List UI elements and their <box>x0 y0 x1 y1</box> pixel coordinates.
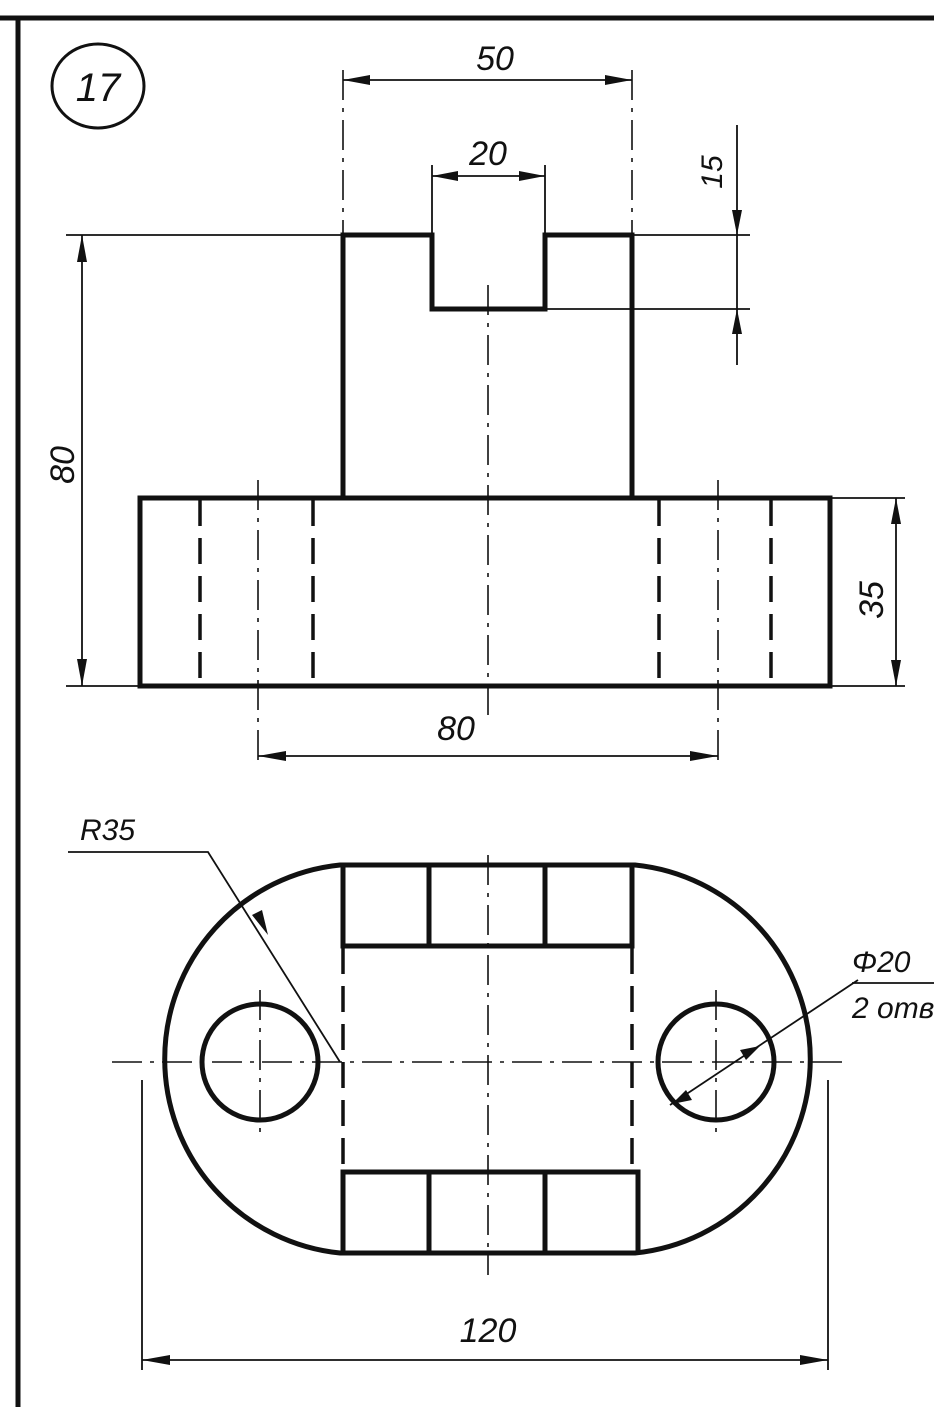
top-view: R35 Φ20 2 отв 120 <box>68 814 934 1370</box>
dimension-120: 120 <box>141 1080 829 1370</box>
dim-label-r35: R35 <box>80 814 135 847</box>
dimension-35: 35 <box>853 498 901 686</box>
dimension-20: 20 <box>432 135 545 181</box>
dim-label-80-height: 80 <box>44 446 82 484</box>
dimension-phi20: Φ20 2 отв <box>669 946 934 1106</box>
dimension-50: 50 <box>343 40 632 85</box>
dim-label-80-spacing: 80 <box>437 710 475 748</box>
bottom-cutout <box>340 1169 641 1254</box>
dimension-15: 15 <box>696 125 742 365</box>
sheet-number-badge: 17 <box>50 42 146 130</box>
dim-label-20: 20 <box>468 135 507 173</box>
dimension-80-height: 80 <box>44 235 87 686</box>
obround-outline <box>162 862 813 1256</box>
dimension-80-spacing: 80 <box>258 710 718 761</box>
sheet-number: 17 <box>76 66 122 110</box>
sheet-frame <box>0 15 934 1407</box>
dim-label-15: 15 <box>696 155 729 189</box>
dim-label-120: 120 <box>460 1312 517 1350</box>
dim-label-phi20: Φ20 <box>852 946 911 979</box>
dimension-r35: R35 <box>68 814 341 1063</box>
dim-label-50: 50 <box>476 40 514 78</box>
base-outline <box>137 495 833 689</box>
dim-label-35: 35 <box>853 581 891 619</box>
front-view: 50 20 15 80 35 <box>44 40 905 765</box>
dim-label-hole-count: 2 отв <box>851 992 934 1025</box>
